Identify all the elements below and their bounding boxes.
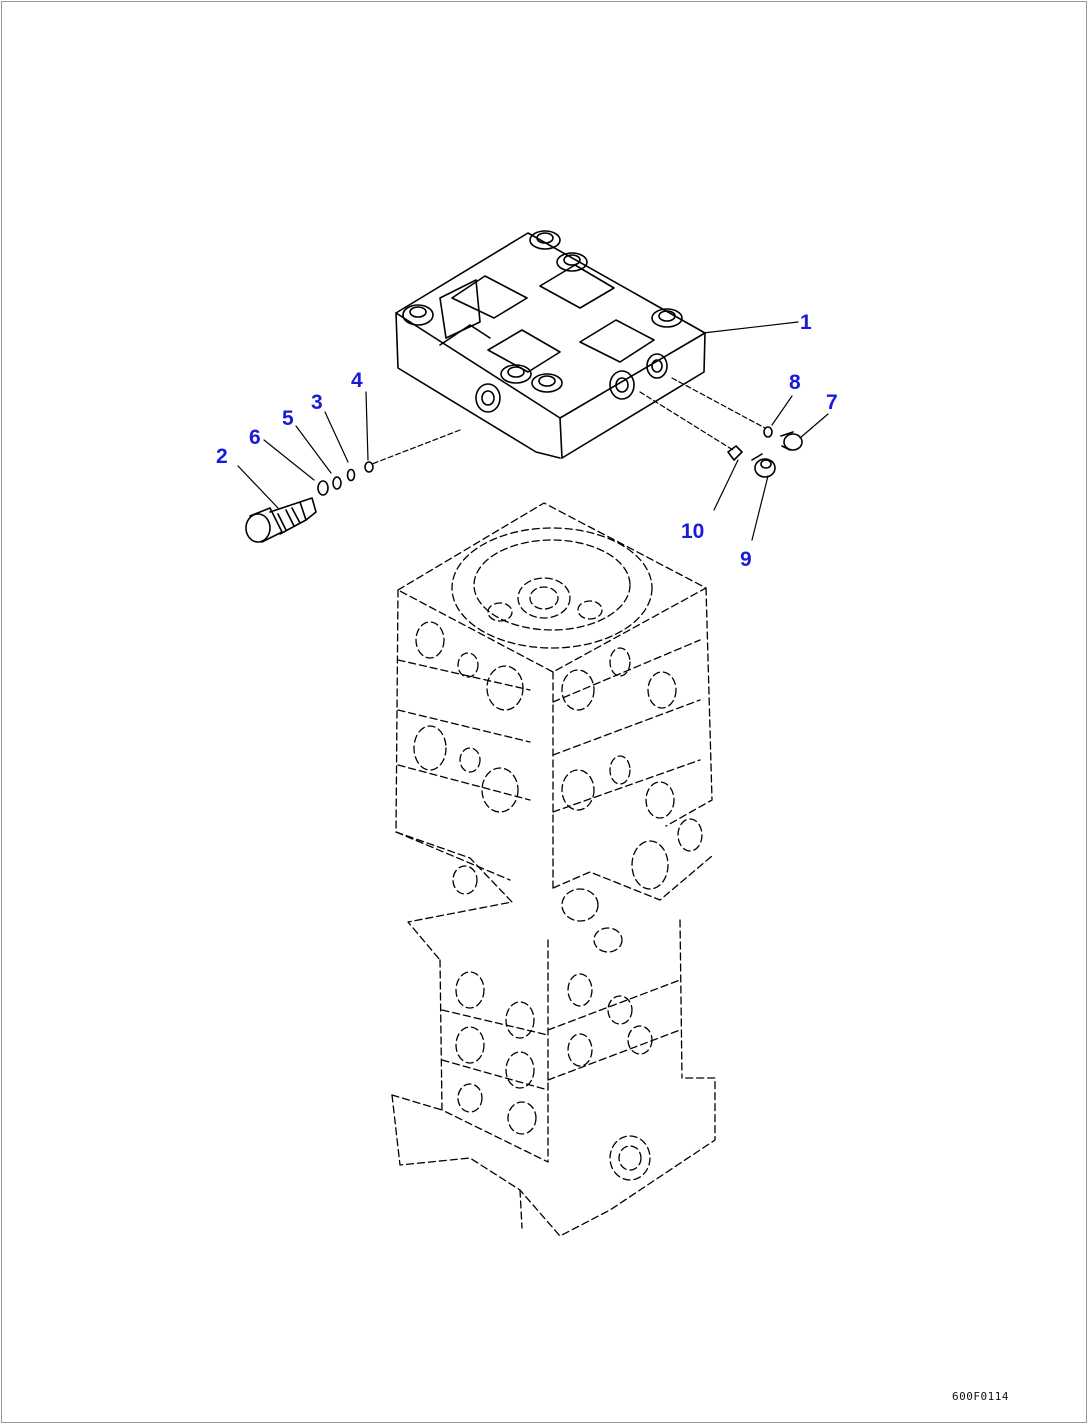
o-ring-6 xyxy=(317,480,329,496)
o-ring-5 xyxy=(332,476,342,490)
o-ring-8 xyxy=(763,426,773,438)
pin-10 xyxy=(727,445,743,461)
control-valve-body xyxy=(391,502,716,1237)
callout-2: 2 xyxy=(216,445,228,468)
ring-3 xyxy=(346,468,356,482)
plug-7 xyxy=(780,431,803,451)
callout-6: 6 xyxy=(249,426,261,449)
callout-9: 9 xyxy=(740,548,752,571)
ring-4 xyxy=(364,461,374,473)
callout-8: 8 xyxy=(789,371,801,394)
leader-lines xyxy=(237,321,829,541)
plug-9 xyxy=(751,453,776,478)
drawing-code: 600F0114 xyxy=(952,1390,1009,1403)
cover-plate xyxy=(395,230,706,459)
callout-3: 3 xyxy=(311,391,323,414)
callout-5: 5 xyxy=(282,407,294,430)
callout-4: 4 xyxy=(351,369,363,392)
callout-1: 1 xyxy=(800,311,812,334)
relief-valve xyxy=(245,497,317,543)
callout-10: 10 xyxy=(681,520,705,543)
callout-7: 7 xyxy=(826,391,838,414)
